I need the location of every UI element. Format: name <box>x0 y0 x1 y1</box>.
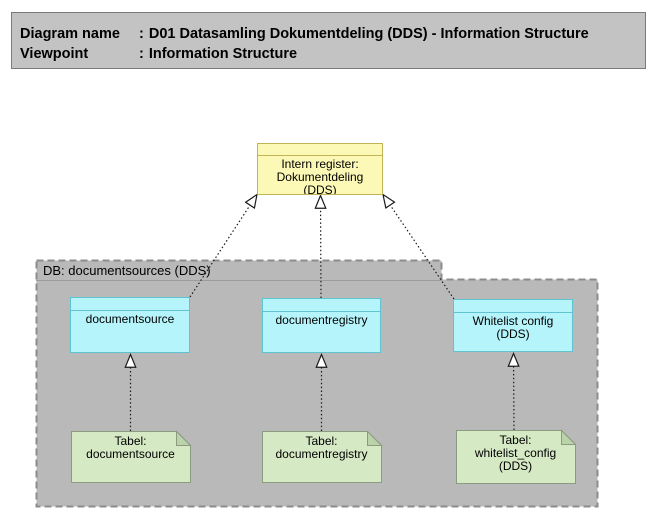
object-title-strip <box>454 300 572 313</box>
object-title-strip <box>263 299 380 312</box>
diagram-name-separator: : <box>139 26 144 42</box>
node-documentsource[interactable]: documentsource <box>70 297 190 353</box>
node-intern-register[interactable]: Intern register: Dokumentdeling (DDS) <box>257 143 383 195</box>
realization-connectors <box>131 195 515 431</box>
folded-corner-icon <box>176 430 192 446</box>
node-whitelist-config[interactable]: Whitelist config (DDS) <box>453 299 573 352</box>
diagram-name-label: Diagram name <box>20 26 120 42</box>
viewpoint-value: Information Structure <box>148 46 298 62</box>
note-tabel-whitelist-config[interactable] <box>456 430 576 484</box>
diagram-info-box: Diagram name:D01 Datasamling Dokumentdel… <box>11 12 646 69</box>
object-title-strip <box>258 144 382 156</box>
folded-corner-icon <box>561 429 577 445</box>
diagram-name-row: Diagram name:D01 Datasamling Dokumentdel… <box>20 24 637 44</box>
realization-connector-documentsource-to-register[interactable] <box>189 195 257 298</box>
note-label-whitelist-config: Tabel: whitelist_config (DDS) <box>474 433 557 473</box>
note-label-documentsource: Tabel: documentsource <box>86 434 175 461</box>
realization-connector-whitelist-to-register[interactable] <box>383 195 455 300</box>
object-title-strip <box>71 298 189 311</box>
node-documentregistry[interactable]: documentregistry <box>262 298 381 353</box>
node-label: documentregistry <box>275 313 368 327</box>
viewpoint-label: Viewpoint <box>20 46 89 62</box>
viewpoint-separator: : <box>139 46 144 62</box>
node-label: Intern register: Dokumentdeling (DDS) <box>276 157 364 195</box>
node-label: Whitelist config (DDS) <box>472 314 554 341</box>
note-label-documentregistry: Tabel: documentregistry <box>275 434 368 461</box>
realization-connector-note-to-whitelist[interactable] <box>514 354 515 431</box>
realization-connector-documentregistry-to-register[interactable] <box>321 196 322 299</box>
grouping-label: DB: documentsources (DDS) <box>43 263 211 278</box>
folded-corner-icon <box>367 430 383 446</box>
note-tabel-documentsource[interactable] <box>71 431 191 483</box>
note-tabel-documentregistry[interactable] <box>262 431 382 483</box>
node-label: documentsource <box>85 312 175 326</box>
viewpoint-row: Viewpoint:Information Structure <box>20 44 637 64</box>
note-shapes <box>71 429 577 484</box>
diagram-name-value: D01 Datasamling Dokumentdeling (DDS) - I… <box>148 26 589 42</box>
